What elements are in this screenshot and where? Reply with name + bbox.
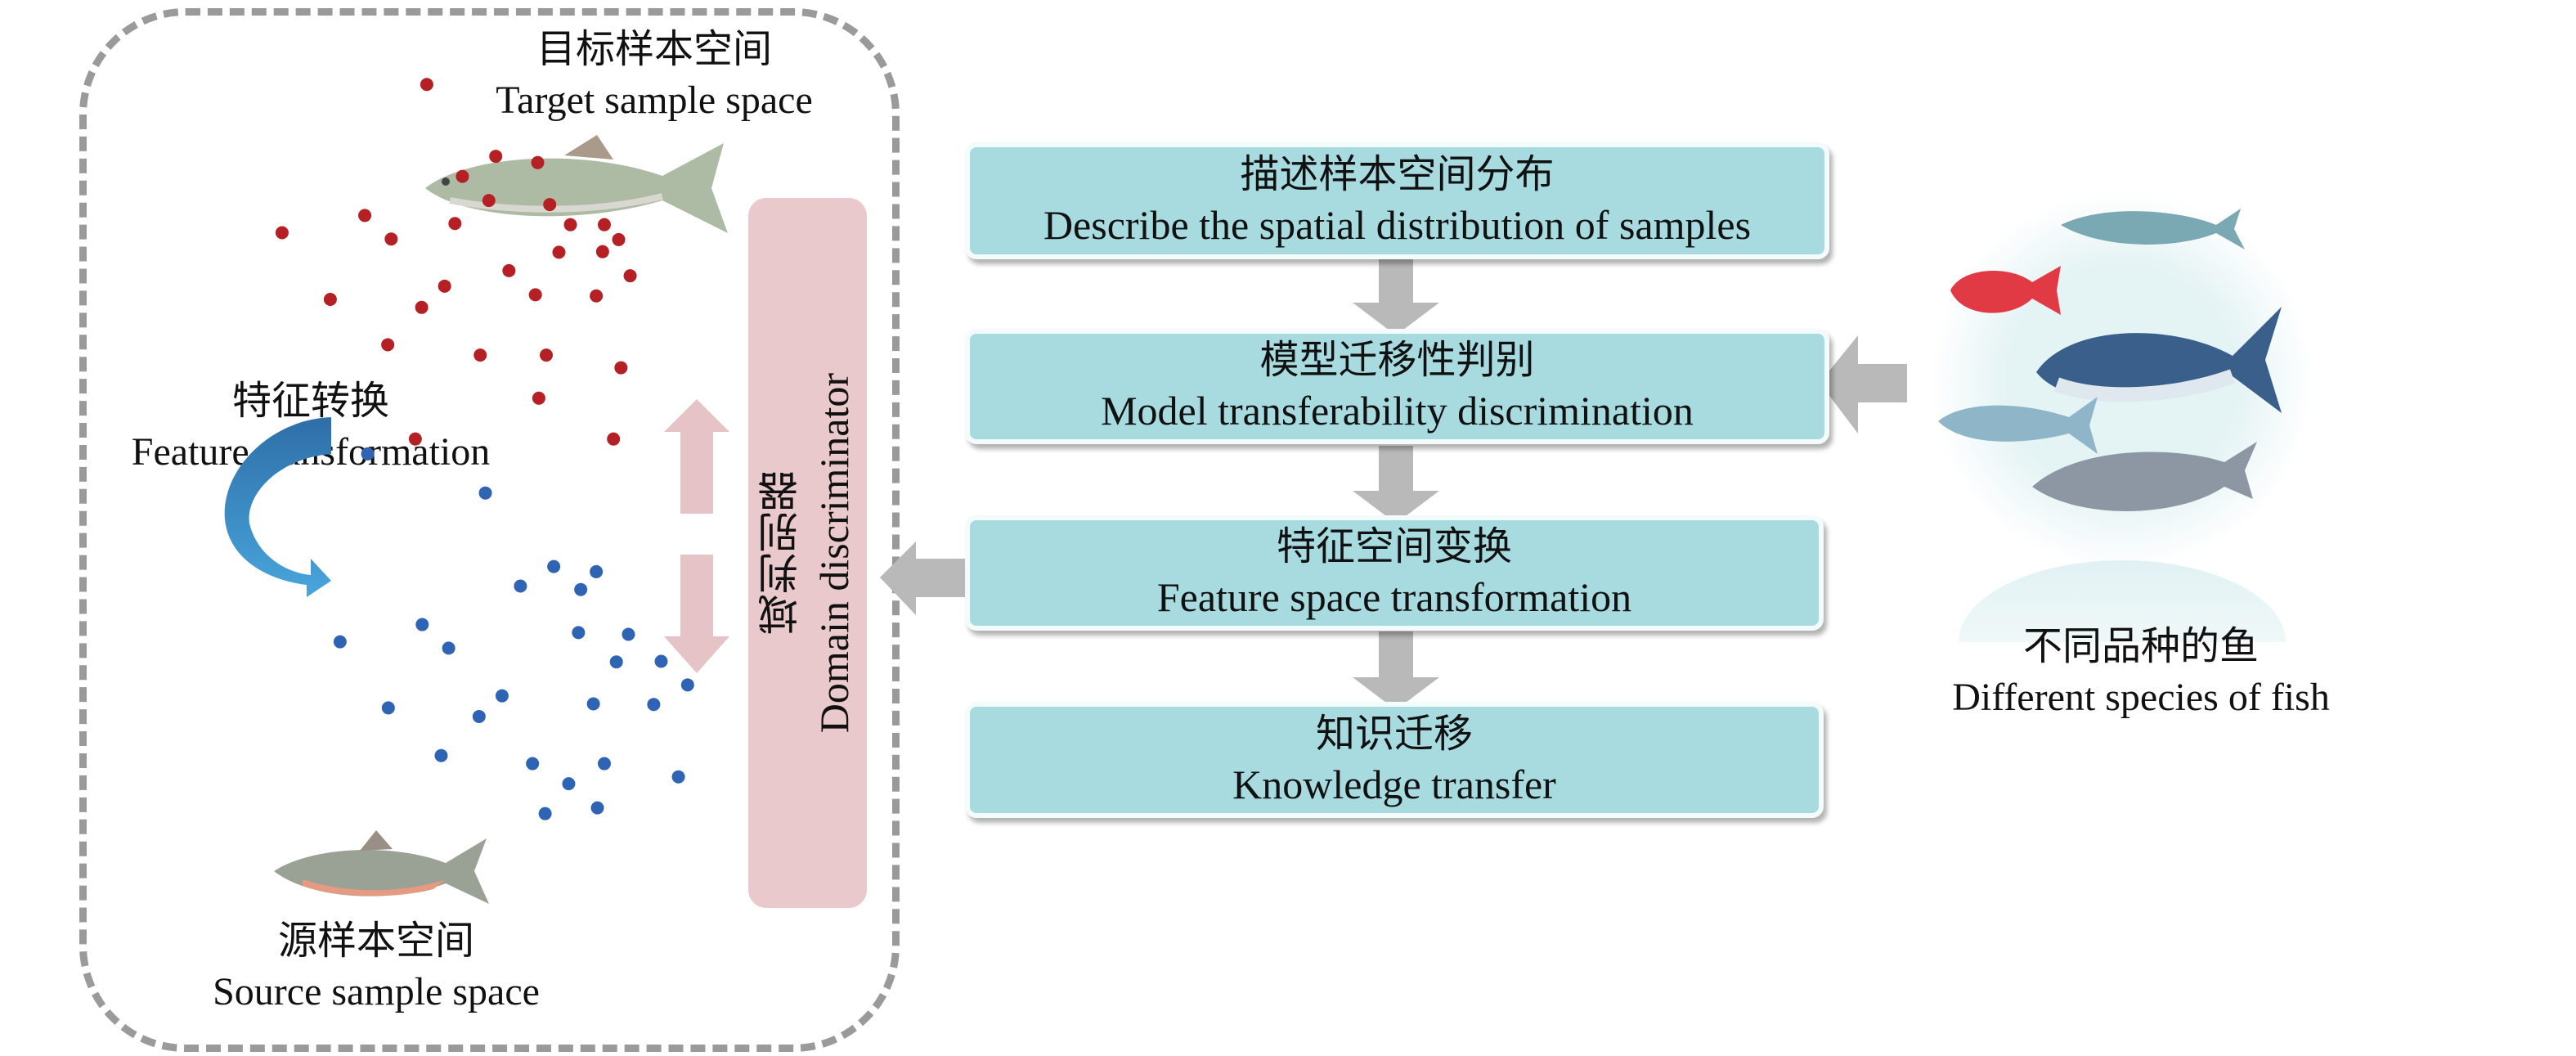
target-space-zh: 目标样本空间 [536,28,772,71]
source-sample-point [590,564,604,578]
source-sample-point [495,689,509,703]
target-sample-point [275,226,289,240]
flow-step-4: 知识迁移 Knowledge transfer [965,702,1824,818]
source-sample-point [538,807,552,820]
source-sample-point [415,618,429,631]
source-sample-point [647,698,661,712]
target-sample-point [381,338,395,352]
source-space-zh: 源样本空间 [277,919,474,963]
flow-step-3: 特征空间变换 Feature space transformation [965,515,1824,631]
source-sample-point [562,777,576,791]
source-sample-point [361,447,375,461]
source-sample-point [671,770,685,784]
target-sample-point [597,218,611,231]
target-sample-point [448,217,462,231]
target-sample-point [614,361,628,375]
domain-discriminator-box [748,198,867,908]
target-fish-image [425,135,728,233]
source-sample-point [514,579,527,593]
target-sample-point [420,78,433,92]
flow-step-en: Feature space transformation [1156,574,1632,621]
target-sample-point [384,232,398,246]
source-sample-point [574,582,588,596]
target-sample-point [408,432,422,446]
target-sample-point [323,292,337,306]
target-sample-point [502,263,516,277]
source-sample-point [654,654,668,668]
source-sample-point [586,697,600,711]
source-sample-point [547,559,561,573]
flow-step-en: Describe the spatial distribution of sam… [1043,202,1752,249]
flow-step-en: Knowledge transfer [1232,761,1556,807]
target-space-en: Target sample space [496,79,813,123]
flow-step-zh: 描述样本空间分布 [1240,153,1555,197]
fish-species-label: 不同品种的鱼 Different species of fish [1952,622,2330,724]
target-space-label: 目标样本空间 Target sample space [496,25,813,127]
target-sample-point [482,194,496,208]
source-sample-point [472,709,486,723]
source-sample-point [597,757,611,771]
source-sample-point [526,757,540,771]
sample-space-panel [79,8,900,1052]
target-sample-point [531,155,545,169]
source-sample-point [609,655,623,669]
target-sample-point [563,218,577,231]
down-arrow-icon [1353,259,1439,335]
target-sample-point [438,279,451,293]
fish-species-en: Different species of fish [1952,676,2330,720]
target-sample-point [456,169,469,183]
source-sample-point [590,801,604,815]
target-sample-point [552,245,566,259]
fish-species-image [1930,191,2314,642]
left-arrow-icon [1820,335,1907,434]
source-sample-point [680,678,694,692]
target-sample-point [358,209,372,222]
target-sample-point [590,289,604,303]
source-sample-point [381,701,395,715]
feature-transformation-zh: 特征转换 [231,380,390,423]
fish-species-zh: 不同品种的鱼 [2022,625,2259,668]
source-sample-point [333,635,347,649]
source-space-en: Source sample space [213,970,540,1014]
flow-step-zh: 特征空间变换 [1276,525,1512,569]
target-sample-point [543,198,557,212]
source-sample-point [478,486,492,500]
down-arrow-icon [1353,446,1439,524]
target-sample-point [612,232,626,246]
target-sample-point [595,245,609,258]
flow-step-1: 描述样本空间分布 Describe the spatial distributi… [965,142,1829,259]
down-arrow-icon [1353,631,1439,710]
source-space-label: 源样本空间 Source sample space [213,916,540,1018]
left-arrow-icon [880,541,965,615]
target-sample-point [532,391,545,405]
target-sample-point [528,288,542,302]
sample-points [275,78,694,820]
flow-step-zh: 模型迁移性判别 [1259,339,1535,383]
target-sample-point [540,348,554,362]
target-sample-point [415,300,429,314]
transform-curved-arrow-icon [224,417,331,597]
target-sample-point [607,432,621,446]
target-sample-point [623,269,637,283]
source-sample-point [442,641,456,655]
source-fish-image [274,830,489,904]
target-sample-point [473,348,487,362]
source-sample-point [622,627,635,641]
flow-step-en: Model transferability discrimination [1101,388,1694,434]
flow-step-zh: 知识迁移 [1315,712,1473,756]
source-sample-point [434,748,448,762]
source-sample-point [572,626,586,640]
pink-double-arrow-icon [664,399,729,673]
target-sample-point [489,150,503,164]
flow-step-2: 模型迁移性判别 Model transferability discrimina… [965,329,1829,444]
